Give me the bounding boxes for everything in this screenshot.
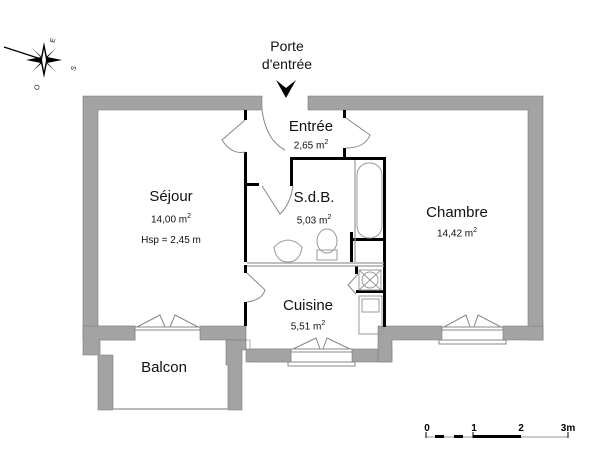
room-name: Chambre: [426, 204, 488, 221]
windows: [113, 314, 507, 410]
entrance-label: Porte d'entrée: [262, 37, 312, 73]
room-name: Cuisine: [282, 297, 334, 314]
scale-tick-1: 1: [471, 423, 477, 434]
room-area: 14,00 m2: [150, 213, 192, 226]
room-sejour: Séjour 14,00 m2 Hsp = 2,45 m: [141, 188, 201, 246]
exterior-walls: [82, 95, 544, 411]
room-balcon: Balcon: [141, 359, 187, 376]
door-swings: [221, 109, 371, 303]
interior-partitions: [244, 110, 386, 327]
room-entree: Entrée 2,65 m2: [289, 118, 333, 151]
bathroom-fixtures: [273, 162, 383, 263]
room-area: 5,51 m2: [290, 320, 326, 333]
scale-tick-0: 0: [424, 423, 430, 434]
entrance-arrow-icon: [276, 80, 296, 98]
room-sdb: S.d.B. 5,03 m2: [294, 189, 335, 226]
room-name: S.d.B.: [293, 189, 335, 206]
entrance-label-line2: d'entrée: [261, 56, 313, 72]
room-area: 2,65 m2: [293, 139, 329, 152]
room-area: 5,03 m2: [296, 214, 332, 227]
scale-tick-3: 3m: [560, 423, 576, 434]
kitchen-fixtures: [358, 269, 383, 335]
room-name: Entrée: [288, 118, 334, 135]
room-name: Séjour: [149, 188, 193, 205]
scale-tick-2: 2: [518, 423, 524, 434]
room-area: 14,42 m2: [436, 227, 478, 240]
room-chambre: Chambre 14,42 m2: [426, 204, 488, 239]
compass-rose-icon: [3, 42, 62, 78]
room-cuisine: Cuisine 5,51 m2: [283, 297, 333, 332]
thin-walls: [247, 160, 384, 267]
entrance-label-line1: Porte: [270, 38, 304, 54]
ceiling-height: Hsp = 2,45 m: [141, 235, 201, 247]
room-name: Balcon: [141, 359, 187, 376]
scale-bar: [425, 432, 569, 438]
